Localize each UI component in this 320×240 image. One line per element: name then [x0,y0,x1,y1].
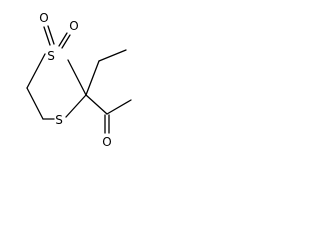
sulfone-oxygens [43,25,71,49]
atom-label-sulfone-o-left: O [39,11,48,25]
bond-s-o-double-left-b [47,25,55,45]
atom-labels: S O O S O [39,11,111,149]
bond-s-o-double-right-b [61,34,71,49]
atom-label-sulfone-o-right: O [69,19,78,33]
bond-thioether-s-to-quaternary-c [65,94,87,118]
atom-label-thioether-s: S [55,113,63,127]
bond-sulfone-s-to-ch2 [26,53,46,89]
ring-bonds [26,53,87,120]
atom-label-carbonyl-o: O [102,135,111,149]
atom-label-sulfone-s: S [47,49,55,63]
bond-quaternary-c-to-sulfone-s [67,59,87,96]
bond-s-o-double-left-a [43,26,51,46]
bond-carbonyl-c-to-methyl [106,99,132,115]
bond-quaternary-c-to-carbonyl-c [85,94,108,115]
molecule-diagram: S O O S O [26,11,132,149]
bond-ch2-to-ch2 [26,87,44,120]
bond-s-o-double-right-a [58,32,68,47]
bond-ch2-to-ch3 [98,49,127,62]
acetyl-group [85,94,132,134]
ethyl-group [85,49,127,96]
bond-quaternary-c-to-ch2 [85,60,100,96]
